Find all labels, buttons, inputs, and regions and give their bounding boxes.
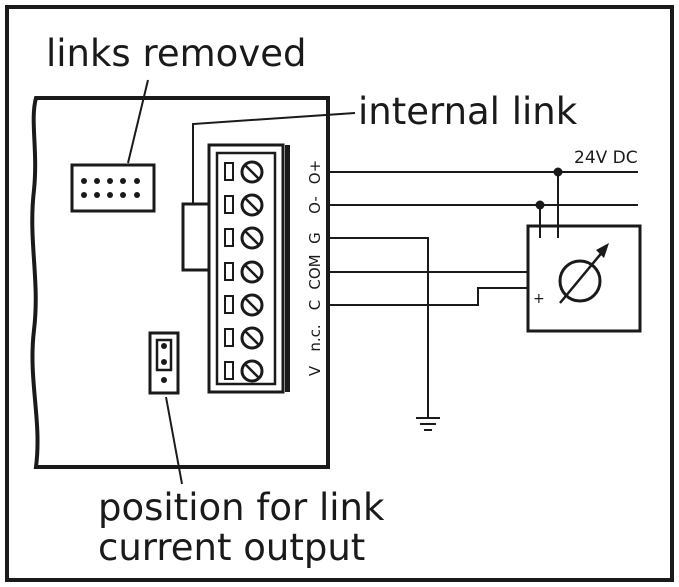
- position-for-link-label: position for link: [98, 486, 385, 529]
- meter-plus-label: +: [533, 291, 545, 307]
- terminal-label: O-: [306, 196, 324, 214]
- current-output-label: current output: [98, 526, 365, 569]
- terminal-block: [207, 143, 290, 394]
- terminal-label: C: [306, 300, 324, 310]
- terminal-label: COM: [306, 254, 324, 289]
- terminal-label: V: [306, 365, 324, 376]
- terminal-screw-icon: [224, 293, 264, 317]
- terminal-screws: [224, 160, 264, 383]
- link-header: [70, 163, 156, 213]
- device-housing: [30, 96, 330, 469]
- terminal-label: O+: [306, 160, 324, 184]
- terminal-label: G: [306, 232, 324, 244]
- wiring: [328, 171, 638, 418]
- terminal-screw-icon: [224, 226, 264, 250]
- terminal-screw-icon: [224, 359, 264, 383]
- terminal-label: n.c.: [306, 324, 324, 351]
- internal-link-block: [181, 202, 213, 272]
- ammeter-icon: [558, 243, 609, 304]
- junction-dot: [553, 167, 563, 177]
- terminal-labels: O+ O- G COM C n.c. V: [306, 160, 324, 376]
- terminal-screw-icon: [224, 193, 264, 217]
- links-removed-leader: [127, 79, 149, 164]
- junction-dot: [535, 200, 545, 210]
- current-output-jumper: [148, 331, 180, 395]
- ground-symbol-icon: [416, 417, 440, 431]
- supply-voltage-label: 24V DC: [574, 148, 638, 168]
- internal-link-label: internal link: [358, 90, 578, 133]
- meter-box: [526, 224, 642, 333]
- terminal-screw-icon: [224, 326, 264, 350]
- links-removed-label: links removed: [46, 32, 306, 75]
- outer-frame: [5, 5, 674, 582]
- terminal-screw-icon: [224, 260, 264, 284]
- position-link-leader: [165, 396, 183, 485]
- terminal-screw-icon: [224, 160, 264, 184]
